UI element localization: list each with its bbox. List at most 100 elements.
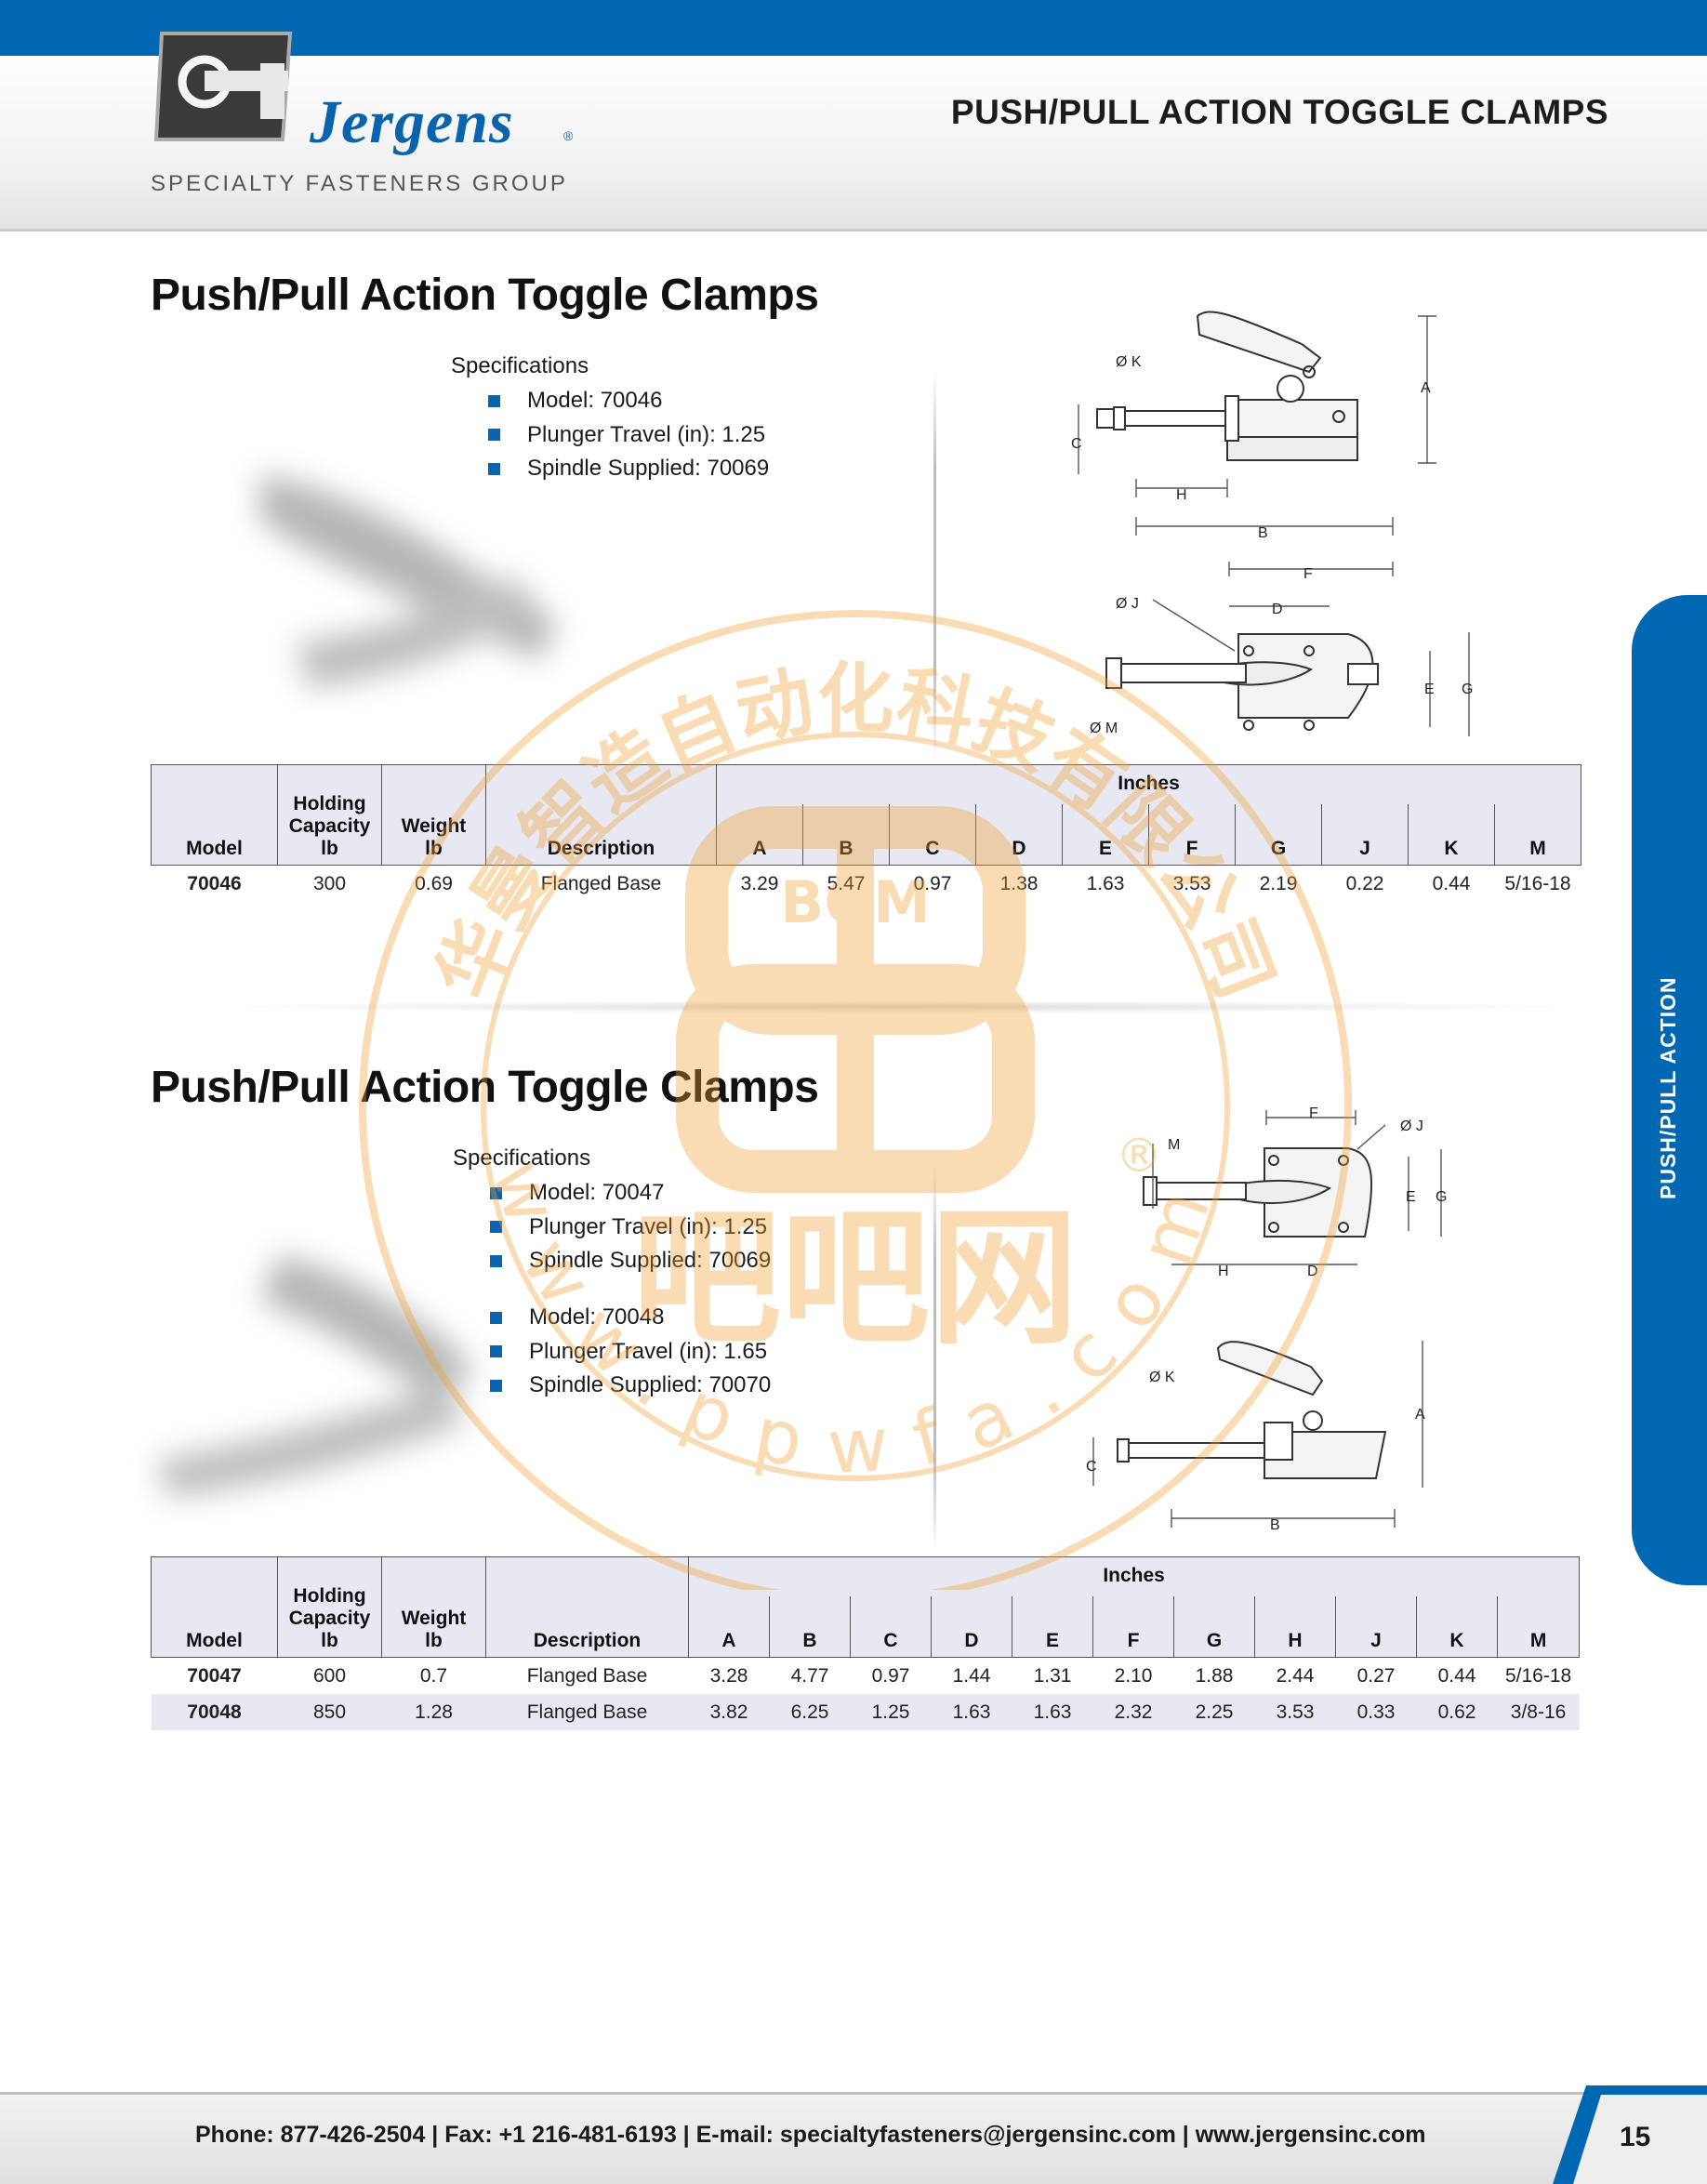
- section1-spec-heading: Specifications: [451, 353, 589, 378]
- col-dim: B: [802, 803, 890, 866]
- spec-item: Spindle Supplied: 70069: [486, 452, 769, 486]
- col-dim: F: [1148, 803, 1236, 866]
- section1-divider: [933, 372, 936, 762]
- side-tab-label: PUSH/PULL ACTION: [1656, 976, 1680, 1199]
- bullet-square-icon: [490, 1311, 502, 1324]
- dim-label: F: [1309, 1105, 1318, 1121]
- section-separator: [205, 1000, 1590, 1013]
- section-side-tab: [1632, 595, 1707, 1585]
- dim-label: G: [1462, 682, 1473, 697]
- header-divider: [0, 229, 1707, 232]
- bullet-square-icon: [488, 462, 500, 475]
- table-row: 70046 300 0.69 Flanged Base 3.29 5.47 0.…: [187, 872, 1571, 894]
- dim-label: F: [1303, 566, 1313, 582]
- spec-item: Model: 70046: [486, 384, 769, 418]
- footer-divider: [0, 2092, 1707, 2095]
- col-dim: G: [1173, 1595, 1255, 1658]
- dim-label: Ø J: [1116, 596, 1139, 612]
- dim-label: M: [1168, 1137, 1180, 1153]
- spec-item: Spindle Supplied: 70070: [488, 1369, 771, 1403]
- section2-top-view-diagram: F Ø J M E G H D: [1143, 1105, 1447, 1279]
- col-dim: M: [1496, 1595, 1581, 1658]
- dim-label: A: [1421, 380, 1431, 396]
- section2-title: Push/Pull Action Toggle Clamps: [151, 1063, 819, 1112]
- section1-title: Push/Pull Action Toggle Clamps: [151, 271, 819, 320]
- table-row: 70047 600 0.7 Flanged Base 3.28 4.77 0.9…: [187, 1664, 1572, 1687]
- section1-top-view-diagram: F D Ø J E G Ø M: [1090, 562, 1473, 736]
- col-dim: K: [1416, 1595, 1498, 1658]
- col-model: Model: [151, 764, 278, 866]
- col-dim: G: [1235, 803, 1322, 866]
- spec-item: Plunger Travel (in): 1.65: [488, 1335, 771, 1370]
- section2-spec-list-b: Model: 70048 Plunger Travel (in): 1.65 S…: [488, 1301, 771, 1403]
- col-dim: K: [1408, 803, 1495, 866]
- col-dim: E: [1012, 1595, 1093, 1658]
- dim-label: G: [1436, 1189, 1447, 1205]
- clamp-photo-2: [158, 1255, 474, 1497]
- dim-label: E: [1406, 1189, 1416, 1205]
- dim-label: E: [1424, 682, 1435, 697]
- page-footer: [0, 2095, 1707, 2184]
- spec-item: Plunger Travel (in): 1.25: [488, 1211, 771, 1245]
- dim-label: C: [1086, 1459, 1097, 1475]
- dim-label: C: [1071, 436, 1082, 452]
- bullet-square-icon: [490, 1345, 502, 1358]
- col-group-inches: Inches: [715, 764, 1582, 804]
- bullet-square-icon: [488, 429, 500, 442]
- dim-label: H: [1176, 487, 1187, 503]
- brand-name: Jergens: [310, 88, 514, 156]
- section2-divider: [933, 1162, 936, 1553]
- dim-label: H: [1218, 1264, 1229, 1279]
- col-description: Description: [485, 764, 717, 866]
- brand-subtitle: SPECIALTY FASTENERS GROUP: [151, 171, 568, 196]
- clamp-photo-1: [260, 474, 558, 688]
- dim-label: B: [1258, 525, 1268, 541]
- section2-spec-list-a: Model: 70047 Plunger Travel (in): 1.25 S…: [488, 1176, 771, 1278]
- dim-label: Ø J: [1400, 1118, 1423, 1134]
- page-title: PUSH/PULL ACTION TOGGLE CLAMPS: [950, 93, 1608, 131]
- col-dim: J: [1321, 803, 1409, 866]
- col-description: Description: [485, 1556, 689, 1658]
- col-dim: H: [1254, 1595, 1336, 1658]
- table-row: 70048 850 1.28 Flanged Base 3.82 6.25 1.…: [151, 1694, 1580, 1730]
- col-dim: D: [931, 1595, 1012, 1658]
- col-dim: F: [1092, 1595, 1174, 1658]
- page-number-tab: [1553, 2085, 1707, 2184]
- section1-side-view-diagram: Ø K A C H B: [1071, 311, 1436, 541]
- spec-item: Model: 70047: [488, 1176, 771, 1211]
- dim-label: D: [1272, 602, 1283, 617]
- bullet-square-icon: [488, 394, 500, 407]
- dim-label: D: [1307, 1264, 1318, 1279]
- section1-spec-list: Model: 70046 Plunger Travel (in): 1.25 S…: [486, 384, 769, 486]
- dim-label: Ø K: [1116, 354, 1142, 370]
- spec-item: Spindle Supplied: 70069: [488, 1244, 771, 1278]
- dim-label: A: [1415, 1407, 1425, 1423]
- col-dim: C: [889, 803, 976, 866]
- spec-item: Model: 70048: [488, 1301, 771, 1335]
- col-dim: C: [850, 1595, 932, 1658]
- col-dim: A: [688, 1595, 770, 1658]
- dim-label: B: [1270, 1517, 1280, 1533]
- col-dim: E: [1062, 803, 1149, 866]
- dim-label: Ø M: [1090, 721, 1118, 736]
- col-dim: M: [1493, 803, 1582, 866]
- bullet-square-icon: [490, 1221, 502, 1234]
- bullet-square-icon: [490, 1254, 502, 1267]
- spec-item: Plunger Travel (in): 1.25: [486, 418, 769, 453]
- section2-spec-heading: Specifications: [453, 1145, 591, 1171]
- col-group-inches: Inches: [687, 1556, 1581, 1596]
- page-number: 15: [1620, 2122, 1651, 2152]
- col-dim: A: [716, 803, 803, 866]
- jergens-logo-icon: [153, 32, 293, 141]
- dim-label: Ø K: [1149, 1370, 1175, 1385]
- bullet-square-icon: [490, 1379, 502, 1392]
- brand-registered-mark: ®: [563, 128, 574, 143]
- section2-side-view-diagram: Ø K A C B: [1086, 1341, 1425, 1533]
- col-dim: B: [769, 1595, 851, 1658]
- footer-contact: Phone: 877-426-2504 | Fax: +1 216-481-61…: [195, 2122, 1426, 2148]
